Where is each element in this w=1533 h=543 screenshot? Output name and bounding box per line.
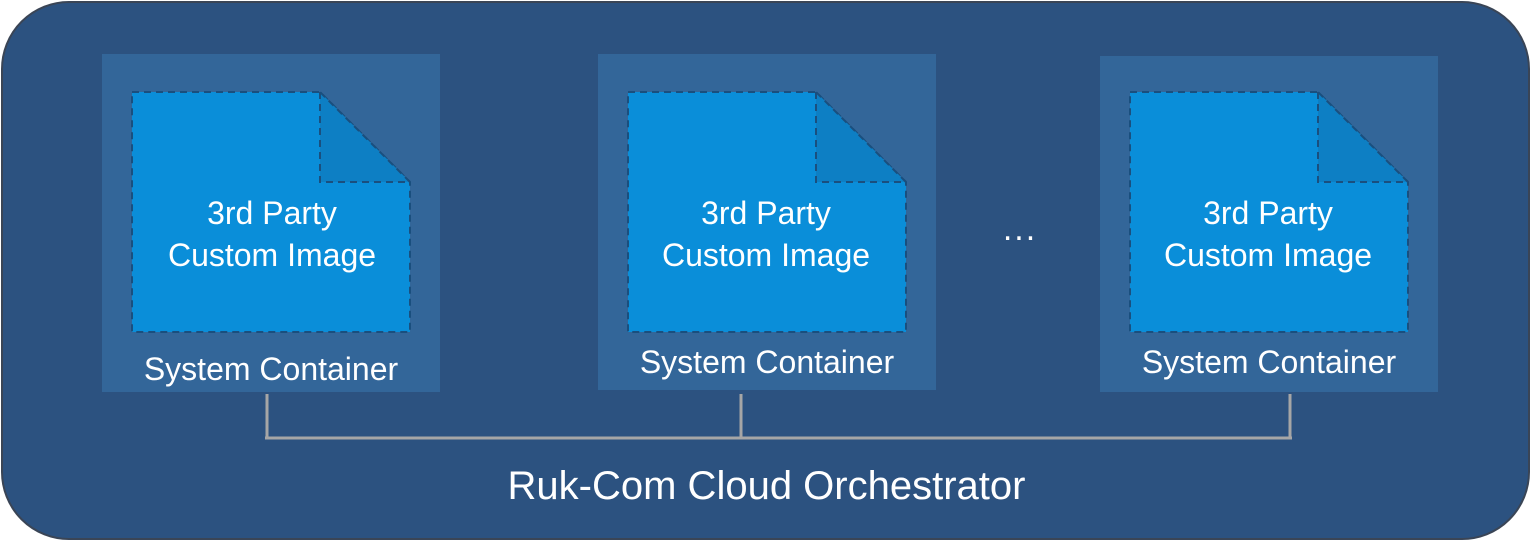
custom-image-label: 3rd Party Custom Image [132, 192, 412, 276]
orchestrator-title: Ruk-Com Cloud Orchestrator [507, 464, 1026, 508]
custom-image-label: 3rd Party Custom Image [626, 192, 906, 276]
system-container-3: 3rd Party Custom Image System Container [1100, 56, 1438, 392]
custom-image-icon [1129, 90, 1411, 333]
system-container-label: System Container [1141, 344, 1397, 380]
custom-image-line2: Custom Image [1163, 237, 1373, 273]
system-container-1: 3rd Party Custom Image System Container [102, 54, 440, 392]
system-container-label: System Container [143, 351, 399, 387]
custom-image-line2: Custom Image [167, 237, 377, 273]
custom-image-icon [627, 90, 909, 333]
custom-image-line1: 3rd Party [701, 195, 831, 231]
custom-image-label: 3rd Party Custom Image [1128, 192, 1408, 276]
more-containers-ellipsis: ... [1002, 210, 1038, 248]
custom-image-line1: 3rd Party [1203, 195, 1333, 231]
custom-image-line2: Custom Image [661, 237, 871, 273]
system-container-2: 3rd Party Custom Image System Container [598, 54, 936, 390]
system-container-label: System Container [639, 344, 895, 380]
custom-image-line1: 3rd Party [207, 195, 337, 231]
custom-image-icon [131, 90, 413, 333]
